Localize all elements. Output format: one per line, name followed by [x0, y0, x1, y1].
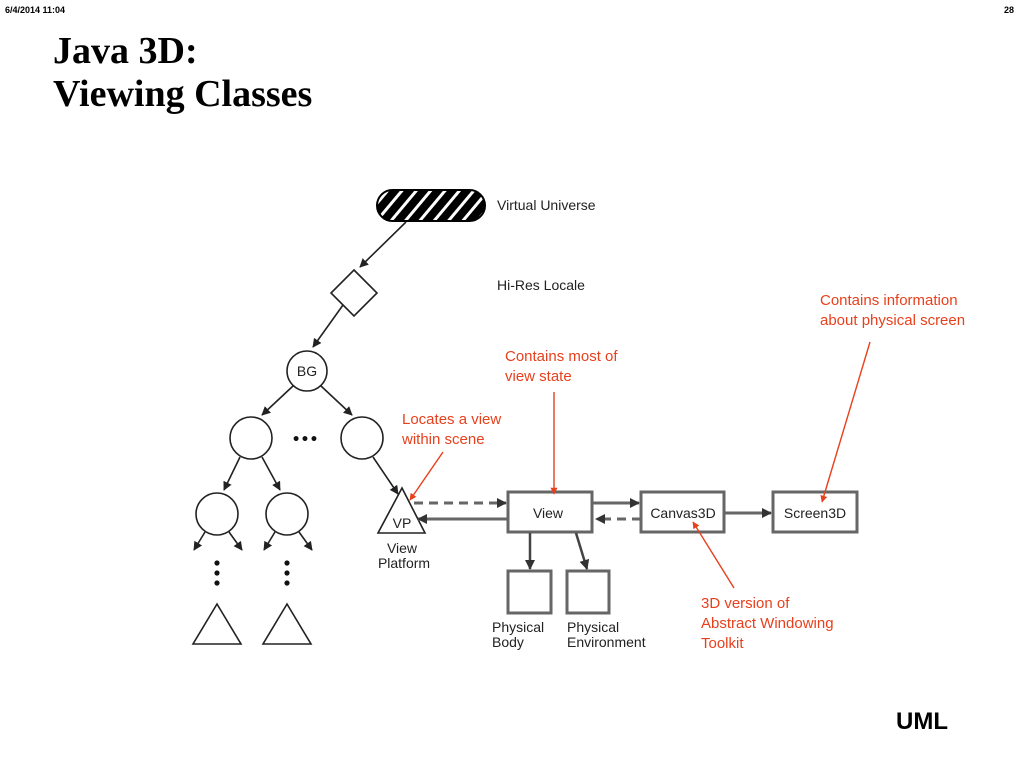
- physical-body-label-line-1: Physical: [492, 619, 544, 635]
- annotation-canvas3d-line-2: Abstract Windowing: [701, 615, 834, 632]
- edge-bg-to-right: [320, 385, 353, 416]
- edge-lr-out-right: [298, 531, 313, 551]
- physical-environment-label-line-2: Environment: [567, 634, 646, 650]
- hi-res-locale-node: [329, 268, 379, 318]
- physical-body-node: [506, 569, 553, 615]
- sibling-ellipsis: •••: [292, 432, 319, 448]
- view-platform-label-line-1: View: [387, 540, 418, 556]
- annotation-pointer-screen3d: [820, 341, 871, 503]
- page-number: 28: [1003, 5, 1014, 15]
- vertical-ellipsis-right: [284, 560, 290, 586]
- view-label: View: [533, 505, 564, 521]
- slide-title: Java 3D: Viewing Classes: [53, 30, 312, 116]
- screen3d-node: [771, 490, 859, 534]
- group-node-left: [229, 416, 273, 460]
- virtual-universe-node: [376, 189, 486, 222]
- edge-bg-to-left: [261, 385, 294, 416]
- edge-locale-to-bg: [312, 304, 344, 348]
- annotation-canvas3d-line-3: Toolkit: [701, 635, 744, 652]
- branch-group-node: [286, 350, 328, 392]
- view-platform-node: [376, 486, 427, 534]
- edge-left-to-lr: [261, 456, 281, 491]
- annotation-canvas3d: 3D version of Abstract Windowing Toolkit: [701, 594, 834, 654]
- branch-group-label: BG: [297, 363, 317, 379]
- canvas3d-node: [639, 490, 726, 534]
- slide-title-line-2: Viewing Classes: [53, 73, 313, 115]
- edge-right-to-vp: [372, 456, 399, 495]
- header-date-time: 6/4/2014 11:04: [5, 5, 66, 15]
- view-platform-label-line-2: Platform: [378, 555, 430, 571]
- edge-ll-out-left: [193, 531, 206, 551]
- virtual-universe-label: Virtual Universe: [497, 197, 596, 213]
- group-node-lr: [265, 492, 309, 536]
- annotation-screen3d-line-2: about physical screen: [820, 312, 966, 329]
- physical-environment-label-line-1: Physical: [567, 619, 619, 635]
- edge-lr-out-left: [263, 531, 276, 551]
- annotation-view-line-1: Contains most of: [505, 348, 618, 365]
- annotation-view-line-2: view state: [505, 368, 572, 385]
- physical-environment-node: [565, 569, 611, 615]
- annotation-screen3d-line-1: Contains information: [820, 292, 958, 309]
- annotation-canvas3d-line-1: 3D version of: [701, 595, 790, 612]
- edge-universe-to-locale: [359, 221, 407, 268]
- group-node-right: [340, 416, 384, 460]
- screen3d-label: Screen3D: [784, 505, 846, 521]
- annotation-screen3d: Contains information about physical scre…: [820, 291, 965, 331]
- footer-uml-label: UML: [896, 708, 948, 735]
- canvas3d-label: Canvas3D: [650, 505, 715, 521]
- edge-view-to-physical-environment: [574, 532, 590, 570]
- annotation-view-platform: Locates a view within scene: [402, 410, 501, 450]
- group-node-ll: [195, 492, 239, 536]
- annotation-view-platform-line-1: Locates a view: [402, 411, 502, 428]
- view-node: [506, 490, 594, 534]
- view-platform-vp-label: VP: [393, 515, 412, 531]
- annotation-view-platform-line-2: within scene: [402, 431, 485, 448]
- leaf-node-right: [261, 602, 313, 645]
- edge-left-to-ll: [223, 456, 241, 491]
- annotation-pointer-view-platform: [409, 451, 444, 501]
- slide-title-line-1: Java 3D:: [53, 30, 198, 72]
- vertical-ellipsis-left: [214, 560, 220, 586]
- leaf-node-left: [191, 602, 243, 645]
- annotation-view: Contains most of view state: [505, 347, 618, 387]
- hi-res-locale-label: Hi-Res Locale: [497, 277, 585, 293]
- physical-body-label-line-2: Body: [492, 634, 524, 650]
- annotation-pointer-canvas3d: [692, 521, 735, 589]
- edge-ll-out-right: [228, 531, 243, 551]
